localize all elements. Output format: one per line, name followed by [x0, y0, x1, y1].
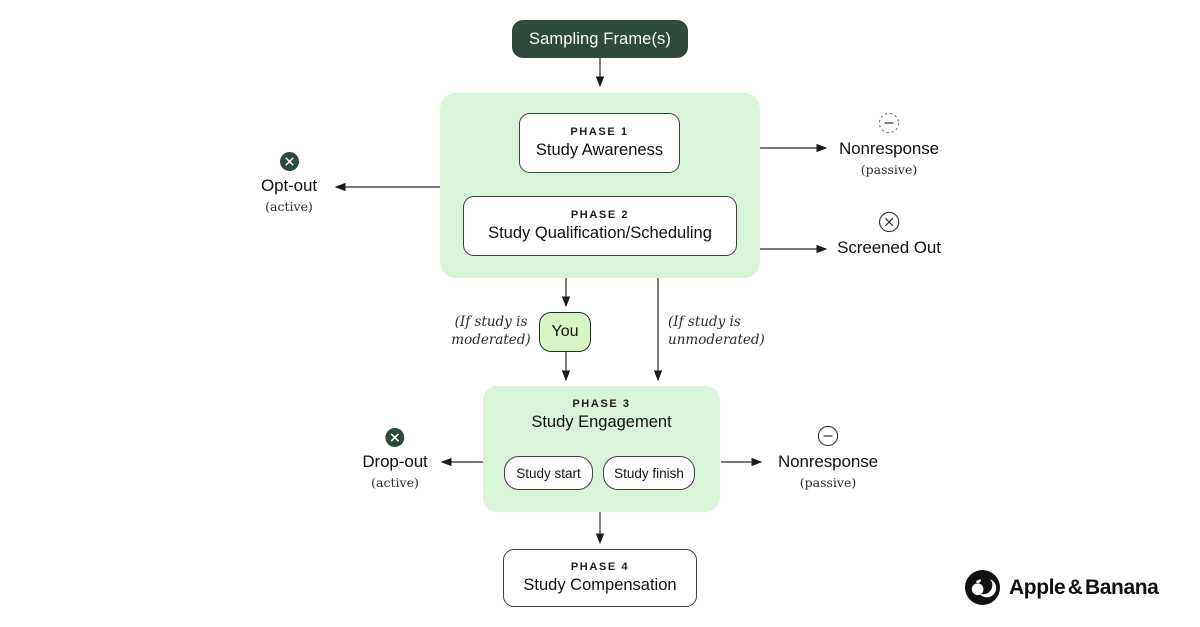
phase-1-card: PHASE 1 Study Awareness: [519, 113, 680, 173]
phase-4-card: PHASE 4 Study Compensation: [503, 549, 697, 607]
brand-logo: Apple & Banana: [965, 570, 1159, 605]
exit-label: Opt-out: [261, 176, 317, 195]
you-node: You: [539, 312, 591, 352]
exit-label: Nonresponse: [777, 452, 879, 471]
exit-label: Screened Out: [837, 238, 941, 257]
x-circle-outline-icon: [878, 211, 900, 233]
exit-drop-out: Drop-out (active): [362, 428, 428, 490]
branch-label-moderated: (If study is moderated): [451, 314, 531, 348]
you-label: You: [551, 323, 579, 340]
exit-nonresponse-bottom: Nonresponse (passive): [778, 425, 878, 490]
study-start-card: Study start: [504, 456, 593, 490]
phase-1-eyebrow: PHASE 1: [570, 126, 629, 138]
phase-2-eyebrow: PHASE 2: [570, 209, 630, 221]
phase-1-title: Study Awareness: [535, 141, 664, 159]
apple-banana-icon: [965, 570, 1000, 605]
branch-label-unmoderated: (If study is unmoderated): [668, 314, 765, 348]
brand-name: Apple & Banana: [1009, 575, 1159, 599]
exit-note: (active): [265, 199, 313, 214]
exit-screened-out: Screened Out: [837, 211, 941, 258]
exit-note: (active): [371, 475, 419, 490]
phase-4-title: Study Compensation: [523, 576, 677, 594]
phase-4-eyebrow: PHASE 4: [570, 561, 630, 573]
study-finish-card: Study finish: [603, 456, 695, 490]
phase-2-card: PHASE 2 Study Qualification/Scheduling: [463, 196, 737, 256]
minus-circle-dashed-icon: [878, 112, 900, 134]
sampling-frame-node: Sampling Frame(s): [512, 20, 688, 58]
exit-nonresponse-top: Nonresponse (passive): [839, 112, 939, 177]
exit-note: (passive): [860, 162, 918, 177]
x-circle-filled-icon: [385, 428, 405, 447]
phase-2-title: Study Qualification/Scheduling: [488, 224, 712, 242]
exit-opt-out: Opt-out (active): [261, 152, 317, 214]
phase-3-eyebrow: PHASE 3: [572, 398, 631, 410]
exit-note: (passive): [799, 475, 857, 490]
study-finish-label: Study finish: [614, 465, 684, 481]
x-circle-filled-icon: [279, 152, 299, 171]
phase-3-title: Study Engagement: [531, 413, 672, 431]
sampling-frame-label: Sampling Frame(s): [529, 29, 671, 48]
engagement-container: PHASE 3 Study Engagement: [483, 386, 720, 512]
exit-label: Drop-out: [362, 452, 428, 471]
study-start-label: Study start: [516, 465, 581, 481]
exit-label: Nonresponse: [838, 139, 940, 158]
minus-circle-outline-icon: [817, 425, 839, 447]
